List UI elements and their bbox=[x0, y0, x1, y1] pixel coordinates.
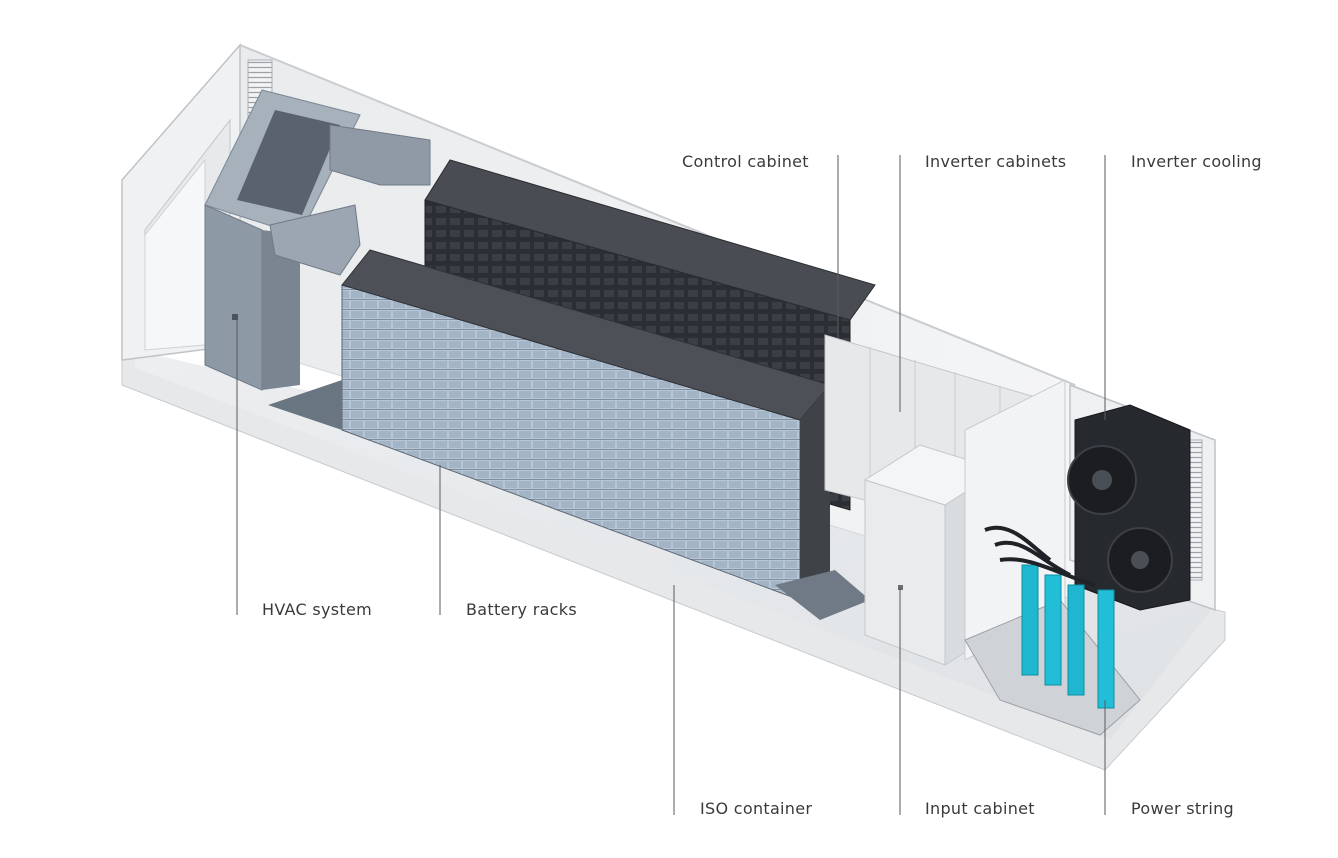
label-control-cabinet: Control cabinet bbox=[682, 152, 809, 171]
label-battery-racks: Battery racks bbox=[466, 600, 577, 619]
hvac-unit bbox=[204, 89, 431, 391]
power-string-unit bbox=[964, 525, 1141, 736]
label-input-cabinet: Input cabinet bbox=[925, 799, 1035, 818]
label-inverter-cooling: Inverter cooling bbox=[1131, 152, 1262, 171]
label-power-string: Power string bbox=[1131, 799, 1234, 818]
label-iso-container: ISO container bbox=[700, 799, 813, 818]
label-inverter-cabinets: Inverter cabinets bbox=[925, 152, 1067, 171]
leader-lines bbox=[236, 155, 1106, 815]
inverter-cooling-unit bbox=[1067, 404, 1191, 611]
label-hvac-system: HVAC system bbox=[262, 600, 373, 619]
